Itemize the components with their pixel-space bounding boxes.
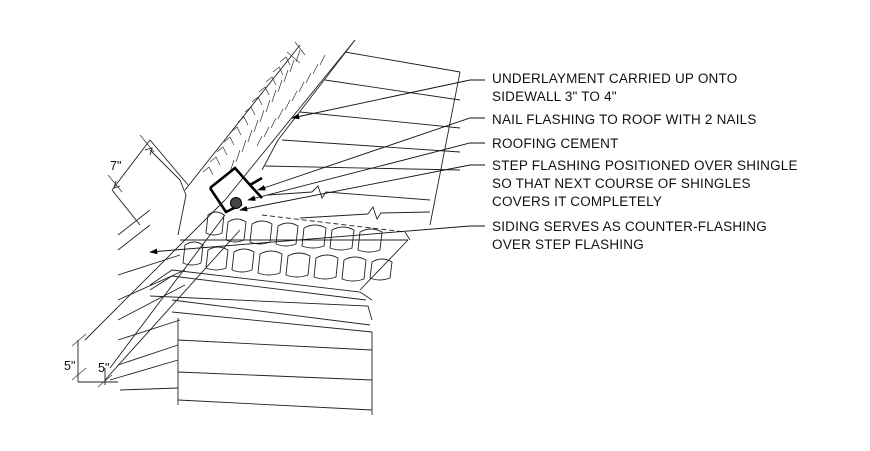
dimensions: 7" 5" 5" <box>64 134 189 388</box>
callout-nail-flashing: NAIL FLASHING TO ROOF WITH 2 NAILS <box>492 112 757 127</box>
callout-step-flashing-line2: SO THAT NEXT COURSE OF SHINGLES <box>492 176 751 191</box>
callout-siding-line1: SIDING SERVES AS COUNTER-FLASHING <box>492 219 767 234</box>
sidewall <box>184 39 356 201</box>
callout-roofing-cement: ROOFING CEMENT <box>492 136 619 151</box>
step-flashing <box>208 166 263 214</box>
dimension-5-inch-b: 5" <box>98 361 109 375</box>
gutter-eave <box>149 269 373 415</box>
leader-lines <box>149 79 485 255</box>
callout-underlayment-line1: UNDERLAYMENT CARRIED UP ONTO <box>492 71 737 86</box>
callout-siding-line2: OVER STEP FLASHING <box>492 237 644 252</box>
dimension-5-inch-a: 5" <box>64 359 75 373</box>
roof-plane <box>264 51 461 226</box>
callout-step-flashing-line3: COVERS IT COMPLETELY <box>492 194 662 209</box>
shingle-courses <box>180 211 411 291</box>
callout-labels: UNDERLAYMENT CARRIED UP ONTO SIDEWALL 3"… <box>492 71 798 252</box>
nail-head <box>230 197 242 209</box>
callout-step-flashing-line1: STEP FLASHING POSITIONED OVER SHINGLE <box>492 158 798 173</box>
callout-underlayment-line2: SIDEWALL 3" TO 4" <box>492 89 617 104</box>
dimension-7-inch: 7" <box>110 159 121 173</box>
left-edge-lines <box>84 149 241 391</box>
